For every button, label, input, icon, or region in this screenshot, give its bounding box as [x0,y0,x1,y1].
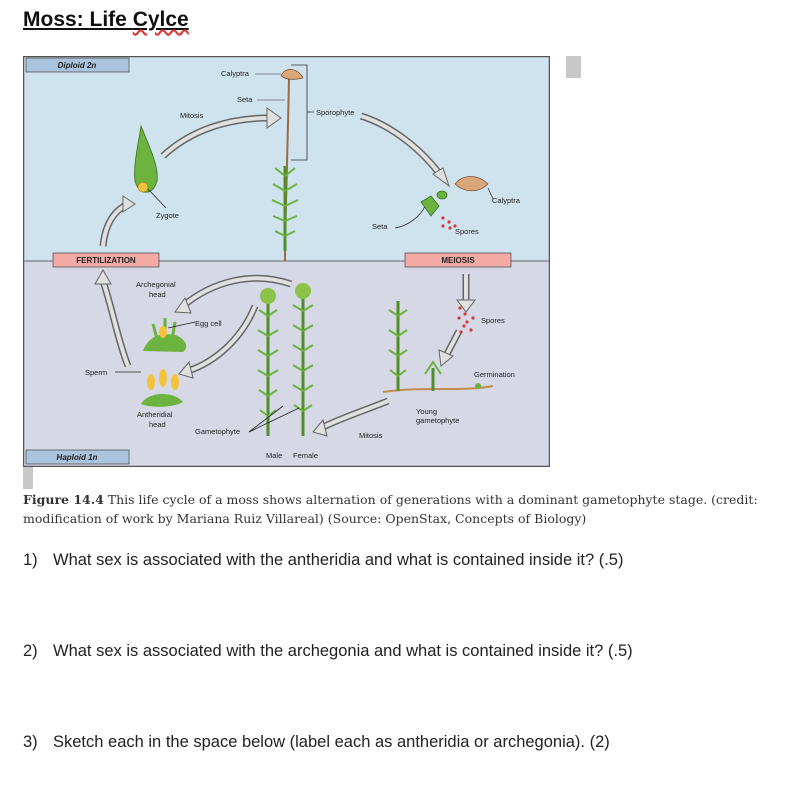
title-misspelled-word: Cylce [132,8,189,31]
question-2-number: 2) [23,642,38,660]
question-1-text: What sex is associated with the antherid… [53,551,624,569]
label-mitosis-bottom: Mitosis [359,431,383,440]
label-antheridial-head-2: head [149,420,166,429]
label-calyptra-right: Calyptra [492,196,521,205]
label-gametophyte: Gametophyte [195,427,240,436]
fertilization-label: FERTILIZATION [76,256,136,265]
label-young-gametophyte-2: gametophyte [416,416,459,425]
zygote-structure [134,124,167,209]
antheridial-head [115,369,183,407]
label-germination: Germination [474,370,515,379]
haploid-region [23,261,550,467]
caption-text: This life cycle of a moss shows alternat… [23,492,758,526]
archegonial-head [143,318,196,352]
title-prefix: Moss: Life [23,8,133,31]
question-2: 2) What sex is associated with the archeg… [23,642,633,661]
label-sperm: Sperm [85,368,107,377]
young-gametophyte [382,301,494,393]
haploid-label: Haploid 1n [57,453,98,462]
label-archegonial-head-2: head [149,290,166,299]
sporangium-release [394,176,494,230]
label-male: Male [266,451,282,460]
figure-number: Figure 14.4 [23,492,104,507]
question-2-text: What sex is associated with the archegon… [53,642,633,660]
label-sporophyte: Sporophyte [316,108,354,117]
label-seta-right: Seta [372,222,388,231]
label-egg-cell: Egg cell [195,319,222,328]
label-zygote: Zygote [156,211,179,220]
label-antheridial-head-1: Antheridial [137,410,173,419]
paragraph-anchor-marker [23,467,33,489]
question-3-number: 3) [23,733,38,751]
label-calyptra-top: Calyptra [221,69,250,78]
moss-life-cycle-figure: Diploid 2n Haploid 1n FERTILIZATION MEIO… [23,56,550,467]
question-3: 3) Sketch each in the space below (label … [23,733,610,752]
label-mitosis-top: Mitosis [180,111,204,120]
label-young-gametophyte-1: Young [416,407,437,416]
label-archegonial-head-1: Archegonial [136,280,176,289]
label-female: Female [293,451,318,460]
image-anchor-marker [566,56,581,78]
question-1: 1) What sex is associated with the anther… [23,551,623,570]
sporophyte-plant [271,69,304,262]
diploid-label: Diploid 2n [58,61,97,70]
label-spores-top: Spores [455,227,479,236]
gametophyte-plants [248,283,314,436]
question-3-text: Sketch each in the space below (label ea… [53,733,610,751]
question-1-number: 1) [23,551,38,569]
document-title: Moss: Life Cylce [23,8,189,32]
label-spores-bottom: Spores [481,316,505,325]
spores-dots [457,306,475,334]
meiosis-label: MEIOSIS [441,256,475,265]
figure-caption: Figure 14.4 This life cycle of a moss sh… [23,490,768,528]
label-seta-top: Seta [237,95,253,104]
